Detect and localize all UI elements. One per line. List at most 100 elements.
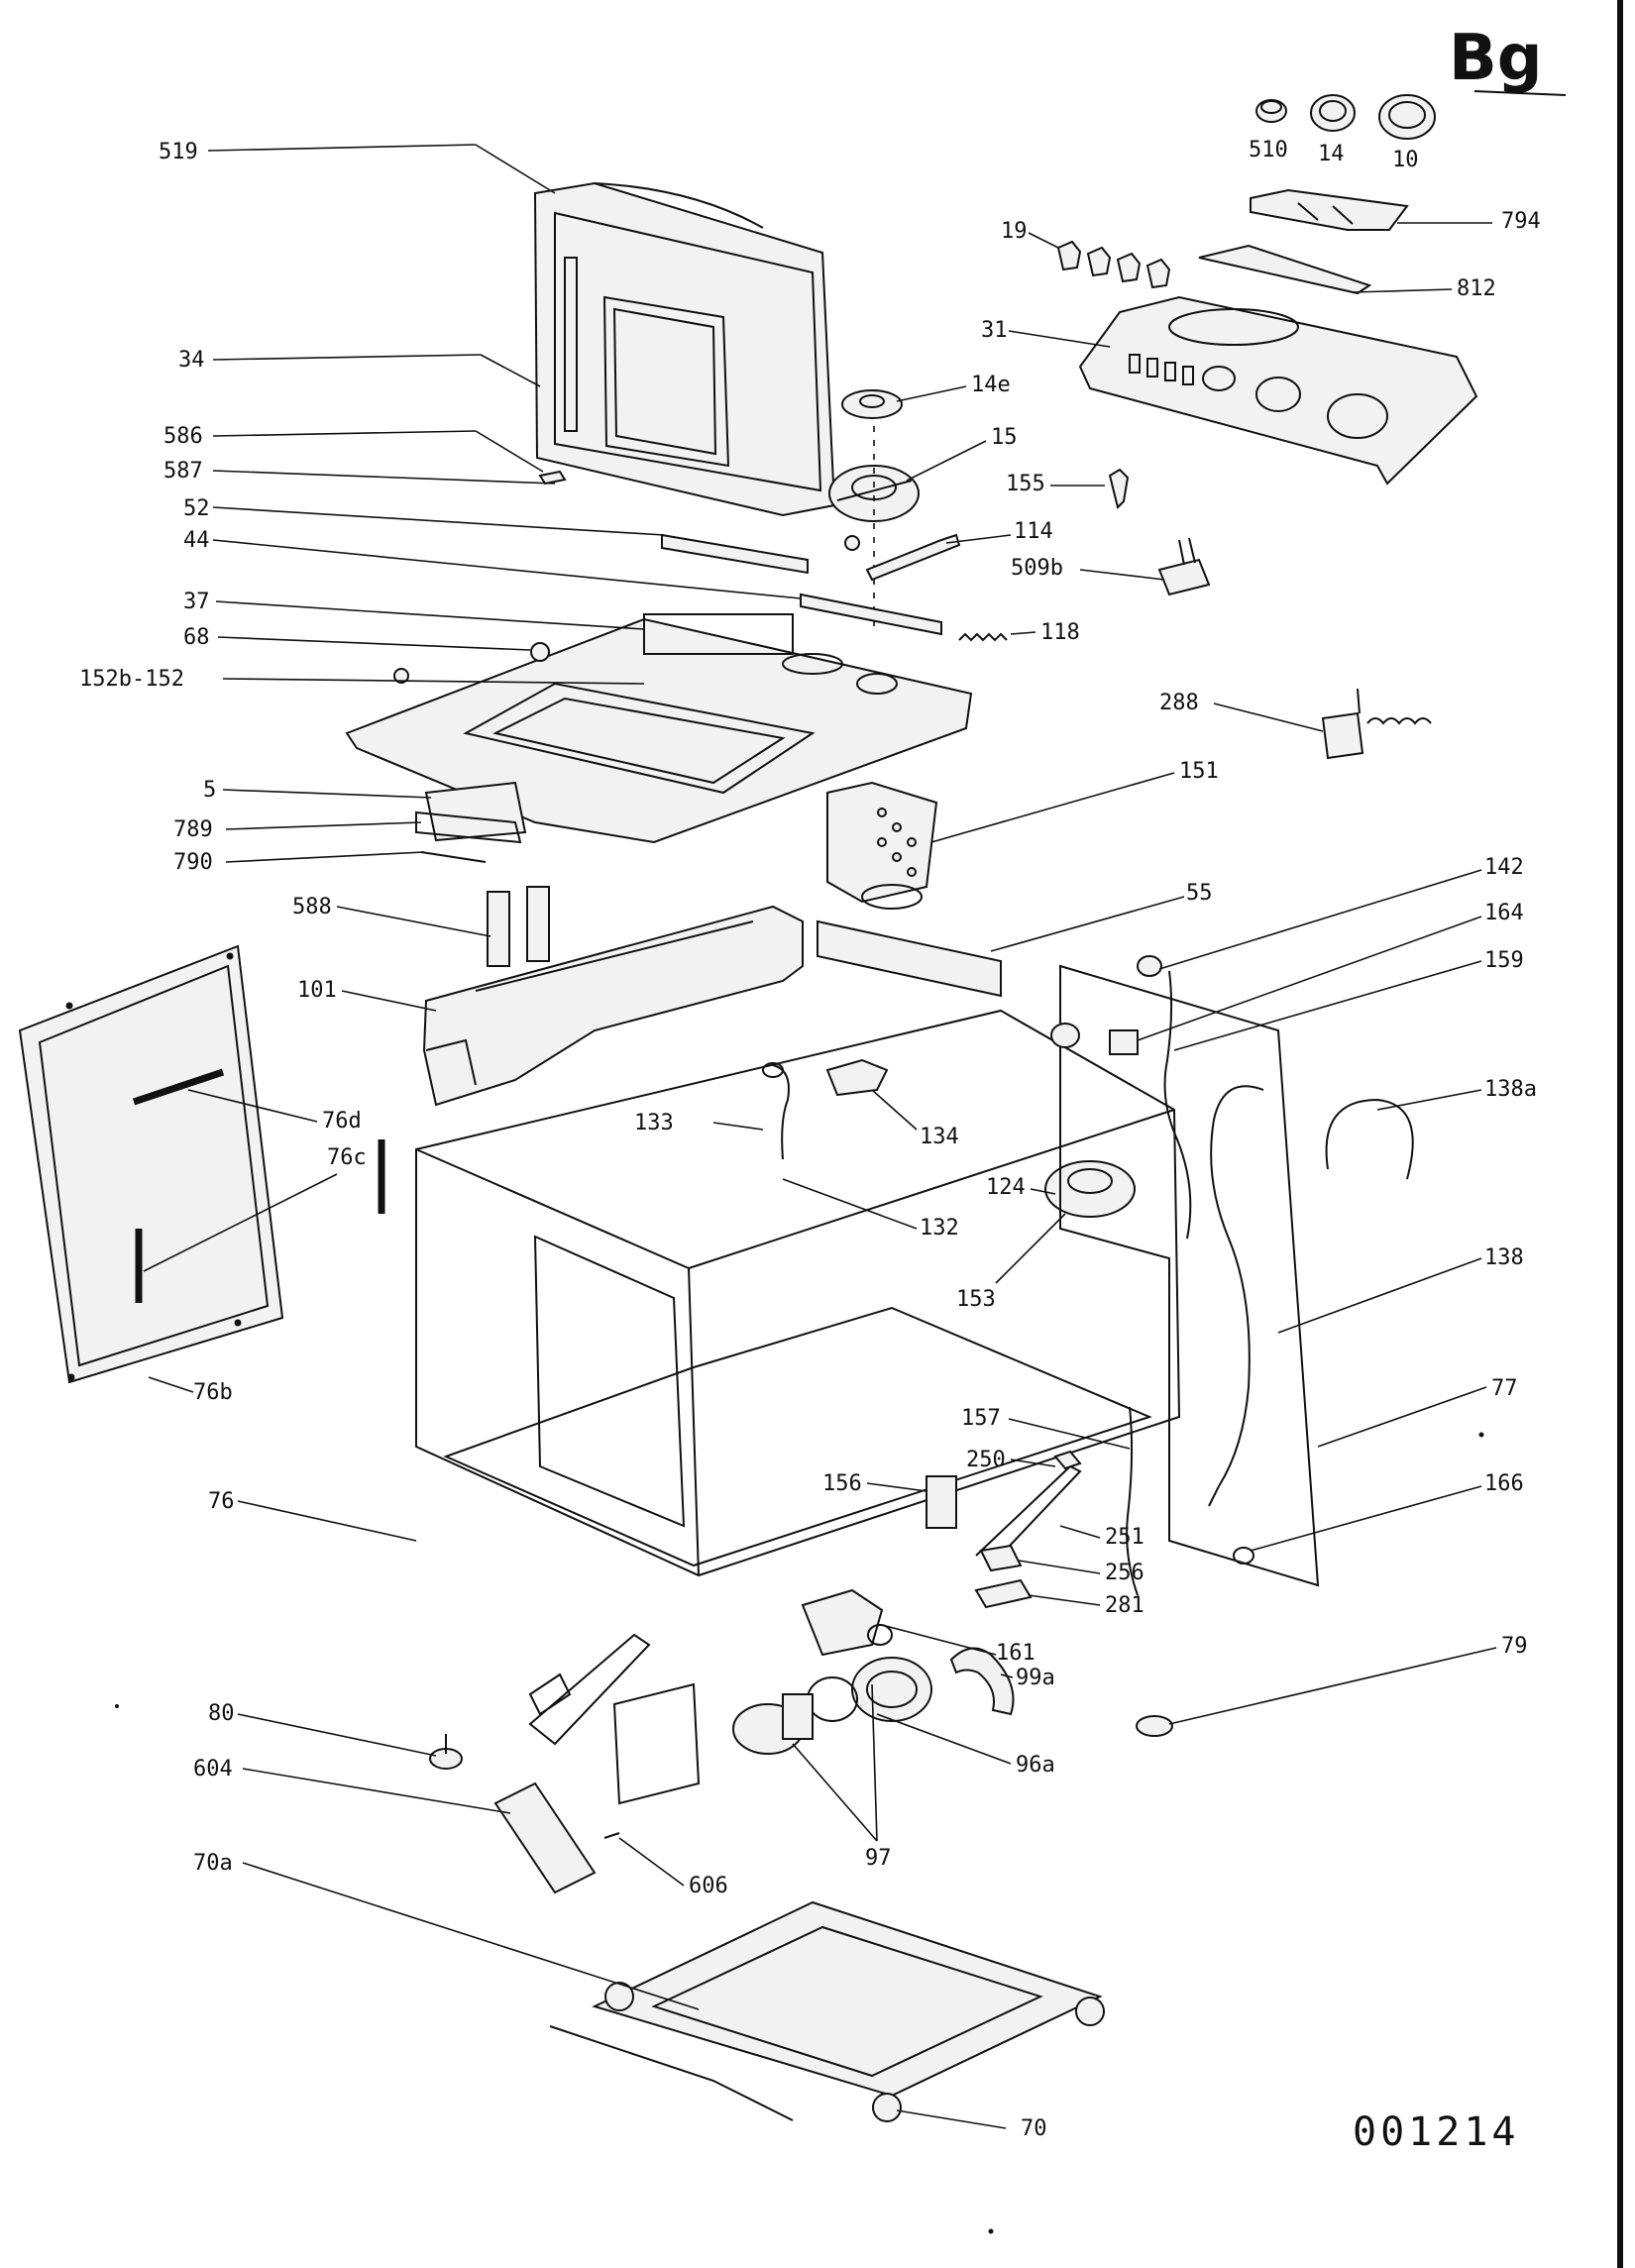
label-812: 812 bbox=[1457, 276, 1496, 301]
hose-159-drawing bbox=[1163, 970, 1192, 1240]
hose-hook-138a-drawing bbox=[1325, 1098, 1414, 1180]
label-76: 76 bbox=[208, 1489, 235, 1514]
scan-speck bbox=[115, 1704, 119, 1708]
label-142: 142 bbox=[1484, 855, 1524, 880]
hose-99a-drawing bbox=[949, 1647, 1015, 1716]
leader-34b bbox=[480, 354, 541, 387]
leader-790 bbox=[225, 851, 425, 863]
label-157: 157 bbox=[961, 1406, 1001, 1431]
panel-55-drawing bbox=[817, 919, 1002, 998]
leader-55 bbox=[990, 896, 1185, 952]
leader-44 bbox=[212, 539, 802, 599]
label-604: 604 bbox=[193, 1757, 233, 1782]
bracket-251-drawing bbox=[975, 1464, 1082, 1566]
base-frame-70a-drawing bbox=[549, 1900, 1105, 2121]
hose-132-drawing bbox=[772, 1064, 790, 1160]
drawing-number: 001214 bbox=[1353, 2109, 1520, 2155]
filter-96a-drawing bbox=[807, 1657, 932, 1722]
label-251: 251 bbox=[1105, 1525, 1144, 1550]
label-281: 281 bbox=[1105, 1593, 1144, 1618]
leader-76 bbox=[237, 1500, 417, 1542]
label-151: 151 bbox=[1179, 759, 1219, 784]
leader-19 bbox=[1028, 232, 1059, 249]
plug-159-drawing bbox=[1050, 1023, 1080, 1048]
label-138a: 138a bbox=[1484, 1077, 1537, 1102]
leader-76b bbox=[148, 1376, 194, 1393]
label-606: 606 bbox=[689, 1874, 728, 1898]
leader-519 bbox=[207, 144, 477, 152]
leader-101 bbox=[341, 990, 437, 1012]
side-panel-76b-drawing bbox=[18, 944, 284, 1384]
cap-142-drawing bbox=[1137, 955, 1162, 977]
leader-76d bbox=[187, 1089, 318, 1123]
label-124: 124 bbox=[986, 1175, 1026, 1200]
leader-118 bbox=[1010, 631, 1036, 635]
pump-161-drawing bbox=[801, 1588, 893, 1657]
label-138: 138 bbox=[1484, 1245, 1524, 1270]
leader-99a bbox=[1000, 1674, 1014, 1678]
tie-157-drawing bbox=[1126, 1406, 1139, 1596]
support-bracket-drawing bbox=[528, 1633, 651, 1746]
leader-79 bbox=[1168, 1647, 1497, 1725]
label-70a: 70a bbox=[193, 1851, 233, 1876]
leader-34 bbox=[212, 354, 482, 361]
label-156: 156 bbox=[822, 1471, 862, 1496]
sheet-code-underline bbox=[1473, 90, 1567, 96]
leader-138a bbox=[1376, 1089, 1482, 1111]
label-37: 37 bbox=[183, 590, 210, 614]
leader-587 bbox=[212, 470, 556, 485]
label-31: 31 bbox=[981, 318, 1008, 343]
label-155: 155 bbox=[1006, 472, 1045, 496]
capacitor-156-drawing bbox=[926, 1475, 957, 1529]
label-519: 519 bbox=[159, 140, 198, 164]
label-510: 510 bbox=[1249, 138, 1288, 162]
ring-79-drawing bbox=[1136, 1715, 1173, 1737]
part-250-drawing bbox=[1053, 1450, 1082, 1470]
leader-153 bbox=[995, 1213, 1066, 1284]
leader-519b bbox=[475, 144, 556, 194]
label-76c: 76c bbox=[327, 1145, 367, 1170]
leader-789 bbox=[225, 821, 422, 830]
label-790: 790 bbox=[173, 850, 213, 875]
label-114: 114 bbox=[1014, 519, 1053, 544]
leader-97a bbox=[792, 1743, 878, 1842]
pressure-switch-124-drawing bbox=[1044, 1160, 1136, 1218]
filter-151-drawing bbox=[826, 781, 938, 910]
label-70: 70 bbox=[1021, 2116, 1047, 2141]
label-118: 118 bbox=[1040, 620, 1080, 645]
panel-604-drawing bbox=[493, 1782, 597, 1894]
disc-14e-drawing bbox=[841, 389, 903, 419]
label-34: 34 bbox=[178, 348, 205, 373]
label-132: 132 bbox=[920, 1216, 959, 1241]
knob-14-drawing bbox=[1310, 94, 1356, 132]
label-5: 5 bbox=[203, 778, 216, 803]
leader-250 bbox=[1010, 1458, 1056, 1467]
label-789: 789 bbox=[173, 817, 213, 842]
label-10: 10 bbox=[1392, 148, 1419, 172]
push-buttons-19-drawing bbox=[1056, 240, 1171, 289]
plug-164-drawing bbox=[1109, 1029, 1139, 1055]
valve-134-drawing bbox=[825, 1058, 889, 1097]
connector-509b-drawing bbox=[1157, 537, 1211, 596]
label-101: 101 bbox=[297, 978, 337, 1003]
rear-panel-77-drawing bbox=[1059, 964, 1320, 1587]
label-587: 587 bbox=[164, 459, 203, 484]
leader-76c bbox=[143, 1173, 338, 1272]
plate-drawing bbox=[612, 1682, 701, 1805]
trim-812-drawing bbox=[1198, 244, 1372, 295]
sheet-code: Bg bbox=[1449, 22, 1543, 95]
label-55: 55 bbox=[1186, 881, 1213, 906]
screw-606-drawing bbox=[603, 1832, 620, 1839]
lock-5-drawing bbox=[415, 781, 527, 863]
label-15: 15 bbox=[991, 425, 1018, 450]
label-152: 152b-152 bbox=[79, 667, 184, 692]
label-161: 161 bbox=[996, 1641, 1036, 1666]
leader-138 bbox=[1277, 1257, 1482, 1334]
leader-509b bbox=[1079, 569, 1165, 581]
leader-152 bbox=[222, 678, 645, 685]
label-159: 159 bbox=[1484, 948, 1524, 973]
label-68: 68 bbox=[183, 625, 210, 650]
label-256: 256 bbox=[1105, 1561, 1144, 1585]
label-99a: 99a bbox=[1016, 1666, 1055, 1690]
leader-586b bbox=[475, 430, 544, 473]
